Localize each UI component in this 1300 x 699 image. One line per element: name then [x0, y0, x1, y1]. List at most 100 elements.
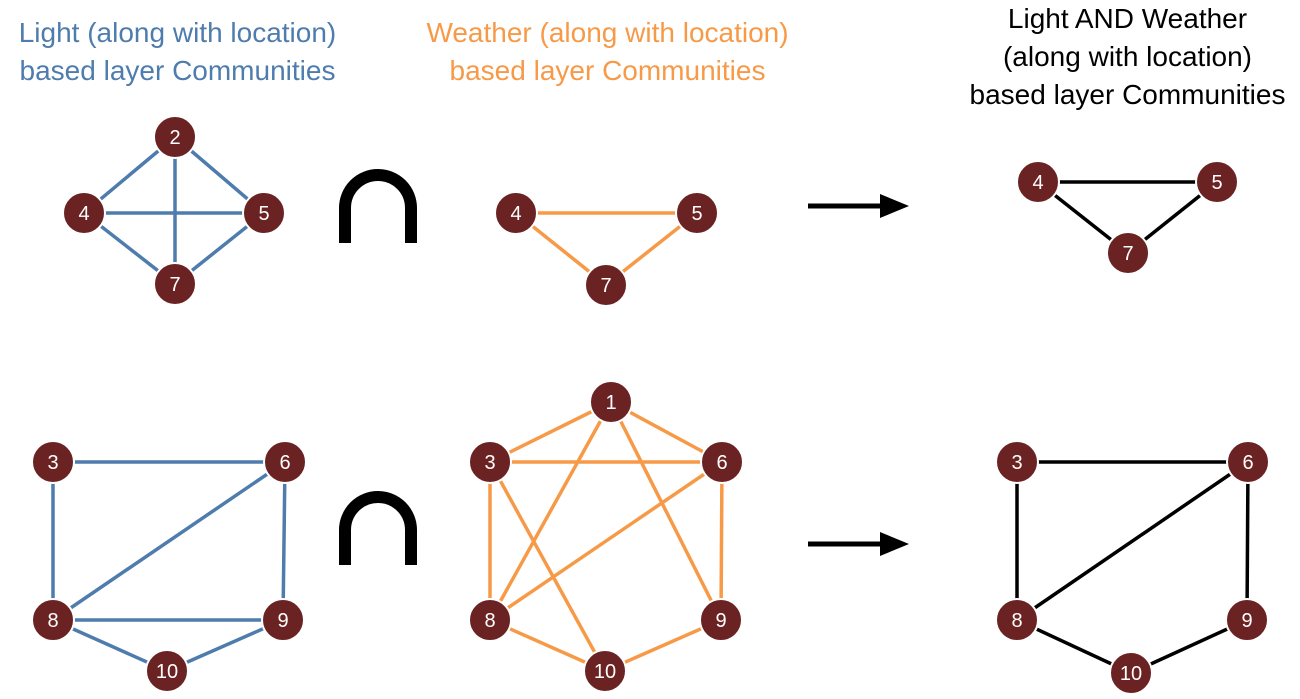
row2-result-node-10: 10 — [1109, 651, 1153, 695]
node-label: 4 — [510, 203, 521, 225]
row2-weather-node-1: 1 — [589, 380, 633, 424]
node-circle — [589, 380, 633, 424]
row1-result-node-7: 7 — [1106, 231, 1150, 275]
node-label: 3 — [484, 452, 495, 474]
node-circle — [1225, 598, 1269, 642]
arrow-row-2 — [808, 532, 909, 556]
node-label: 4 — [1032, 172, 1043, 194]
node-circle — [31, 440, 75, 484]
node-label: 10 — [156, 661, 178, 683]
light-heading-line-2: based layer Communities — [19, 55, 336, 86]
node-label: 7 — [600, 275, 611, 297]
node-circle — [1106, 231, 1150, 275]
row1-light-node-5: 5 — [242, 191, 286, 235]
result-heading-line-1: Light AND Weather — [1007, 3, 1248, 34]
node-circle — [995, 598, 1039, 642]
node-label: 9 — [1241, 610, 1252, 632]
row2-light-node-3: 3 — [31, 440, 75, 484]
node-circle — [584, 263, 628, 307]
row1-light-node-4: 4 — [62, 191, 106, 235]
row2-light-node-6: 6 — [263, 440, 307, 484]
nodes-layer: 2 4 5 7 4 5 7 4 5 7 3 6 8 9 10 1 3 6 8 9 10 3 6 8 9 10 — [31, 115, 1270, 695]
row1-result-node-4: 4 — [1016, 160, 1060, 204]
node-circle — [699, 598, 743, 642]
light-heading-line-1: Light (along with location) — [18, 17, 337, 48]
row1-result-node-5: 5 — [1195, 160, 1239, 204]
row2-light-node-8: 8 — [31, 598, 75, 642]
node-label: 9 — [277, 610, 288, 632]
node-label: 7 — [169, 274, 180, 296]
node-label: 5 — [258, 203, 269, 225]
row1-light-node-2: 2 — [153, 115, 197, 159]
intersection-operator-row-2 — [339, 491, 417, 565]
node-circle — [263, 440, 307, 484]
row2-weather-node-10: 10 — [583, 649, 627, 693]
row2-weather-node-9: 9 — [699, 598, 743, 642]
row2-weather-edge-1-8 — [488, 401, 613, 621]
row2-weather-edge-1-3 — [489, 400, 612, 464]
node-circle — [700, 440, 744, 484]
row2-weather-edge-6-9 — [719, 461, 724, 621]
row1-light-node-7: 7 — [153, 262, 197, 306]
node-label: 10 — [594, 661, 616, 683]
row2-result-node-9: 9 — [1225, 598, 1269, 642]
node-circle — [583, 649, 627, 693]
node-label: 3 — [47, 452, 58, 474]
node-circle — [1109, 651, 1153, 695]
node-circle — [675, 191, 719, 235]
node-label: 7 — [1122, 243, 1133, 265]
node-label: 8 — [1011, 610, 1022, 632]
row2-result-edge-6-9 — [1245, 461, 1250, 621]
intersection-operator-row-1 — [339, 169, 417, 243]
result-layer-heading: Light AND Weather (along with location) … — [955, 0, 1300, 114]
row2-weather-node-8: 8 — [468, 598, 512, 642]
node-label: 3 — [1011, 452, 1022, 474]
node-circle — [261, 598, 305, 642]
weather-heading-line-2: based layer Communities — [449, 55, 766, 86]
node-label: 6 — [1242, 452, 1253, 474]
node-circle — [995, 440, 1039, 484]
node-circle — [31, 598, 75, 642]
light-layer-heading: Light (along with location) based layer … — [0, 14, 355, 90]
node-circle — [1016, 160, 1060, 204]
row2-light-edge-6-8 — [52, 460, 286, 622]
node-circle — [1195, 160, 1239, 204]
result-heading-line-3: based layer Communities — [969, 79, 1286, 110]
row2-weather-node-6: 6 — [700, 440, 744, 484]
node-label: 2 — [169, 127, 180, 149]
row2-light-node-10: 10 — [145, 649, 189, 693]
row2-weather-edge-6-8 — [489, 460, 723, 622]
node-circle — [468, 440, 512, 484]
row2-weather-edge-1-9 — [609, 401, 723, 621]
edges-layer — [51, 135, 1250, 675]
node-circle — [494, 191, 538, 235]
row2-light-edge-6-9 — [281, 461, 287, 621]
weather-layer-heading: Weather (along with location) based laye… — [405, 14, 810, 90]
row2-result-node-8: 8 — [995, 598, 1039, 642]
node-circle — [1226, 440, 1270, 484]
node-label: 1 — [605, 392, 616, 414]
node-circle — [242, 191, 286, 235]
node-label: 8 — [47, 610, 58, 632]
row1-weather-node-4: 4 — [494, 191, 538, 235]
node-label: 6 — [279, 452, 290, 474]
node-circle — [153, 115, 197, 159]
node-label: 4 — [78, 203, 89, 225]
row1-weather-node-5: 5 — [675, 191, 719, 235]
row2-result-edge-6-8 — [1016, 460, 1249, 622]
node-circle — [468, 598, 512, 642]
row2-light-node-9: 9 — [261, 598, 305, 642]
row1-weather-node-7: 7 — [584, 263, 628, 307]
weather-heading-line-1: Weather (along with location) — [426, 17, 789, 48]
node-circle — [153, 262, 197, 306]
node-label: 5 — [1211, 172, 1222, 194]
row2-result-node-3: 3 — [995, 440, 1039, 484]
node-label: 9 — [715, 610, 726, 632]
node-label: 5 — [691, 203, 702, 225]
row2-weather-node-3: 3 — [468, 440, 512, 484]
node-label: 10 — [1120, 663, 1142, 685]
node-label: 6 — [716, 452, 727, 474]
arrow-row-1 — [808, 194, 909, 218]
node-circle — [62, 191, 106, 235]
